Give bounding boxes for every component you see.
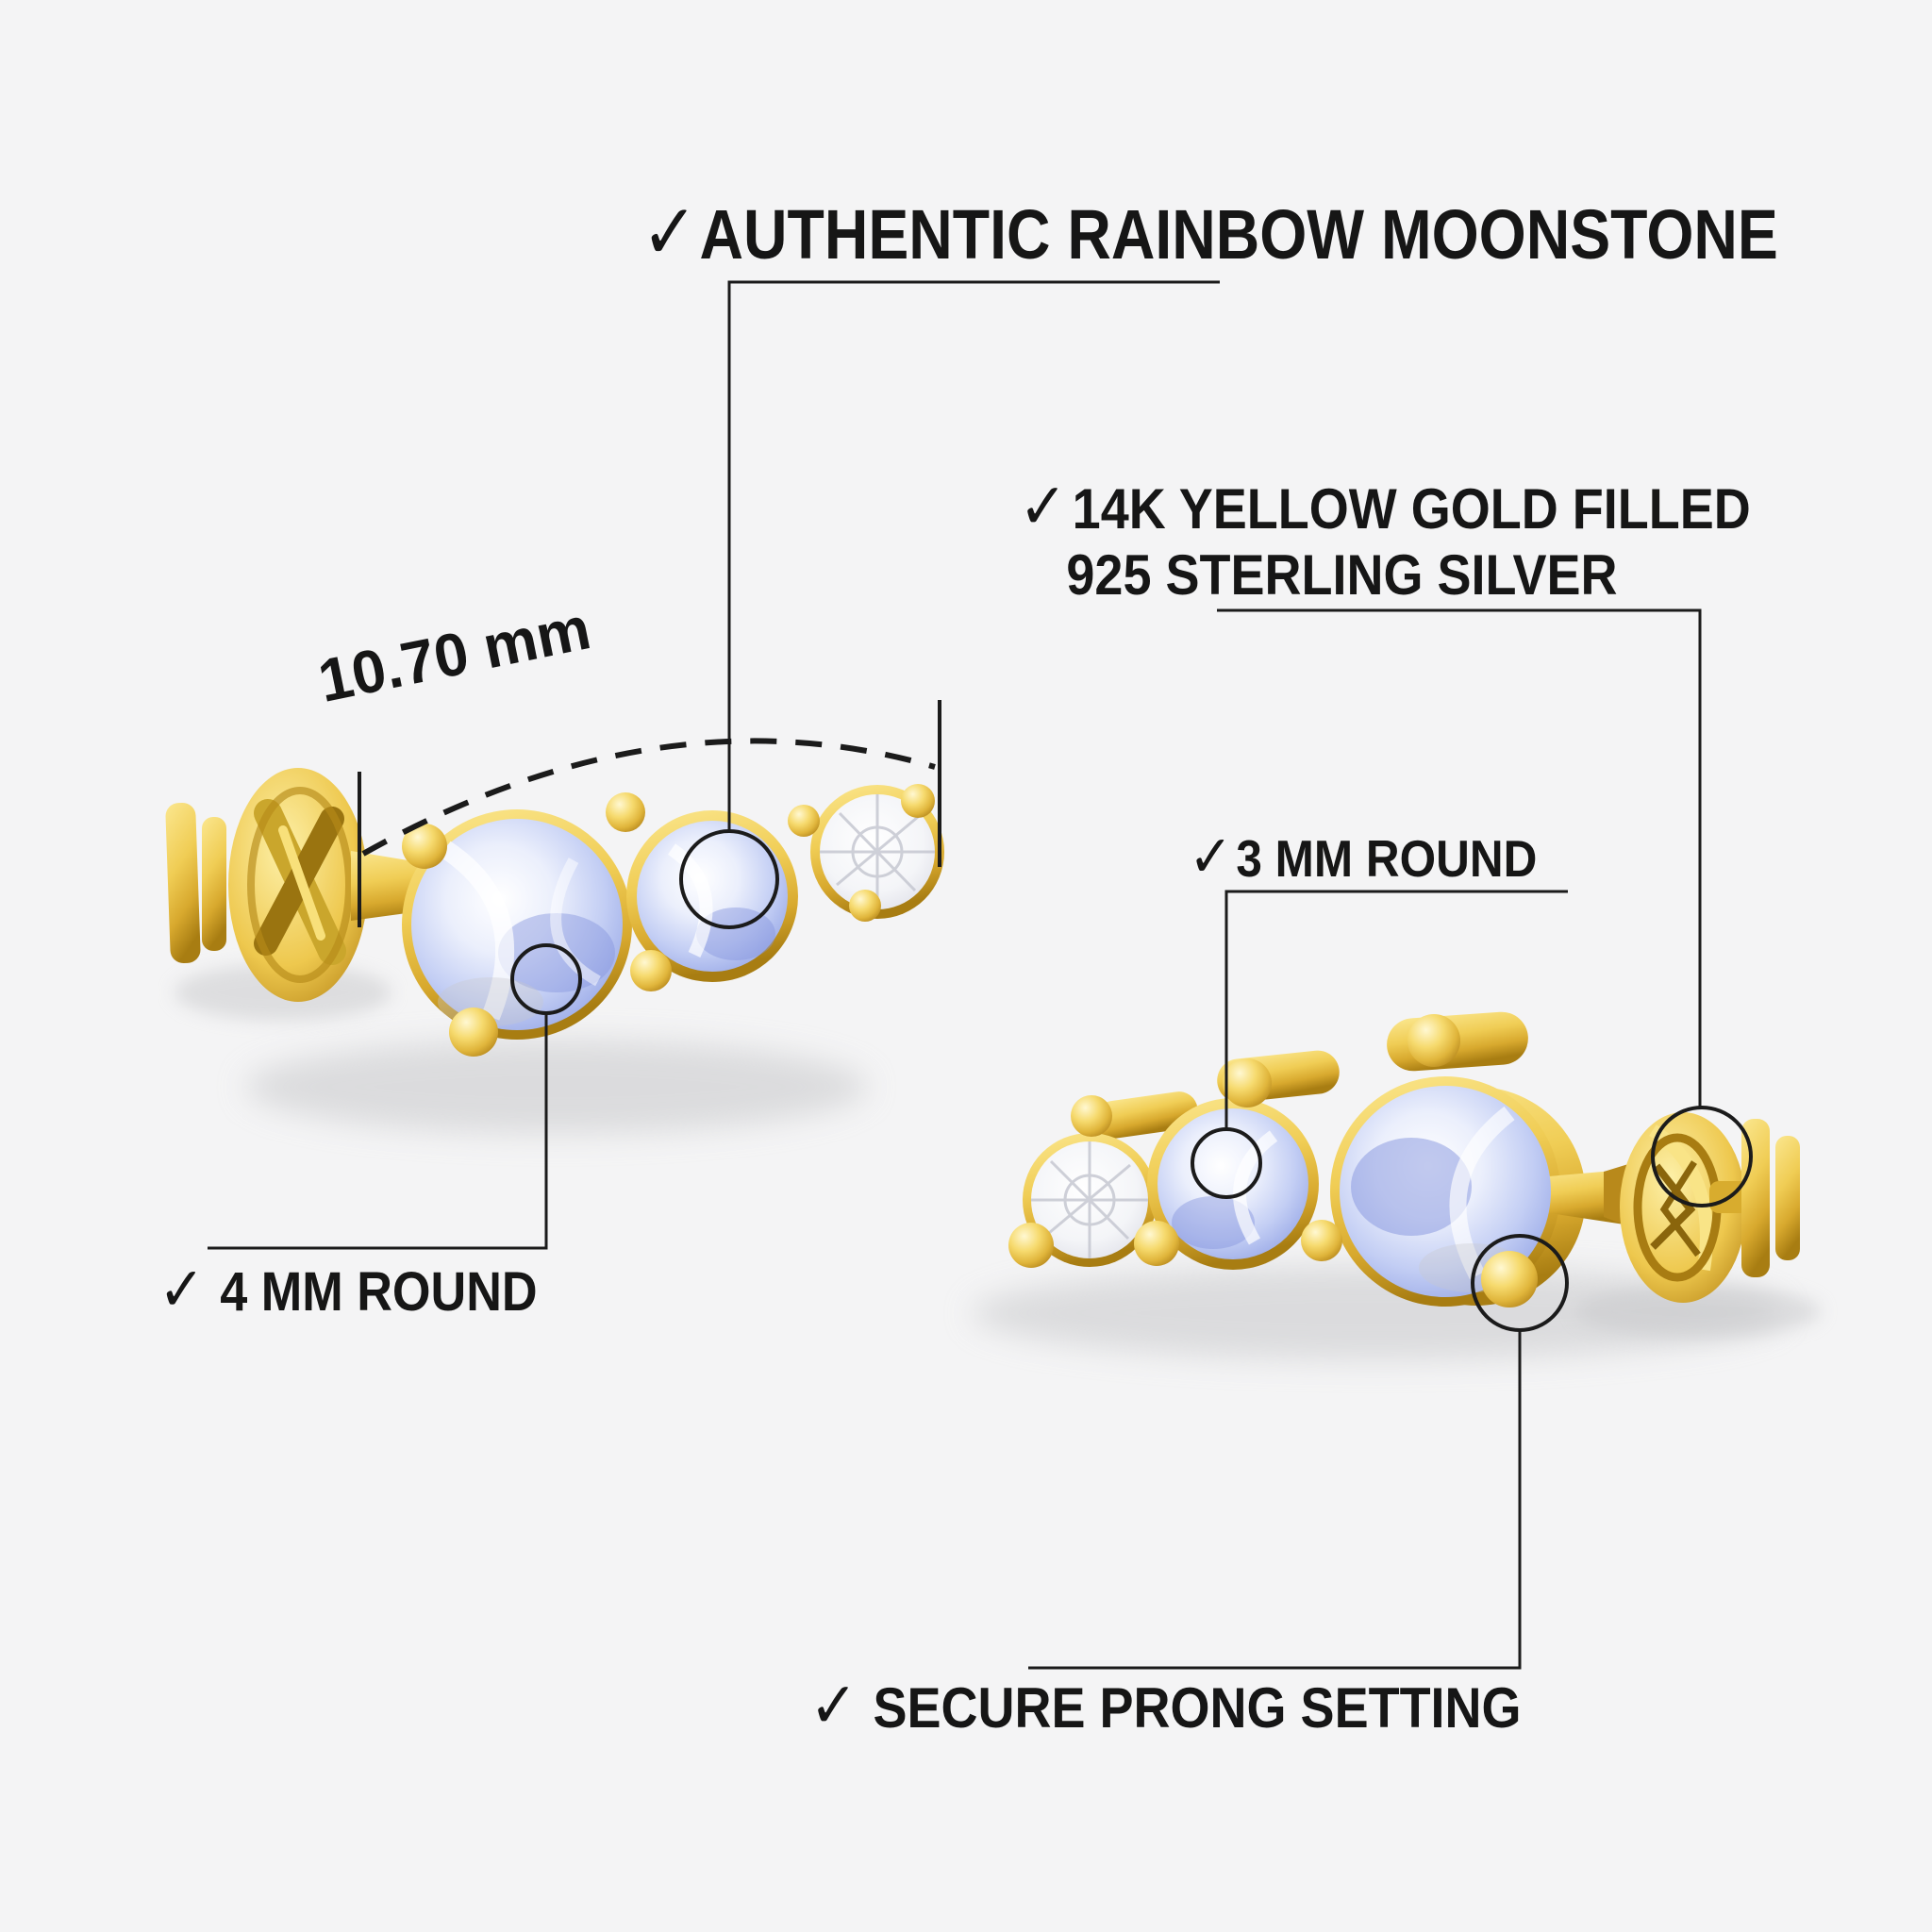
material-line-2: 925 STERLING SILVER [1066, 542, 1750, 608]
check-icon: ✓ [1019, 471, 1068, 542]
left-large-moonstone [411, 819, 623, 1030]
label-secure-prong: ✓SECURE PRONG SETTING [809, 1674, 1522, 1738]
annotations [208, 280, 1753, 1670]
callout-line-prong [1028, 1330, 1522, 1670]
left-earring [165, 768, 944, 1134]
callout-line-material [1217, 608, 1702, 1108]
right-large-moonstone [1340, 1086, 1551, 1297]
right-earring [972, 1011, 1821, 1360]
4mm-text: 4 MM ROUND [220, 1261, 538, 1323]
left-butterfly-back [165, 768, 368, 1002]
right-back-shadow [1575, 1285, 1821, 1338]
callout-circle-material [1651, 1106, 1753, 1208]
left-earring-shadow [245, 1040, 868, 1134]
callout-line-3mm [1224, 890, 1568, 1129]
check-icon: ✓ [158, 1255, 206, 1324]
callout-line-4mm [208, 1013, 548, 1250]
3mm-text: 3 MM ROUND [1236, 829, 1538, 888]
prong-text: SECURE PRONG SETTING [873, 1676, 1522, 1740]
material-line-1: ✓14K YELLOW GOLD FILLED [1019, 474, 1751, 542]
label-material: ✓14K YELLOW GOLD FILLED 925 STERLING SIL… [1019, 474, 1751, 608]
right-butterfly-back [1709, 1119, 1800, 1277]
check-icon: ✓ [1189, 824, 1233, 890]
check-icon: ✓ [809, 1670, 858, 1741]
material-text-1: 14K YELLOW GOLD FILLED [1072, 477, 1751, 541]
callout-circle-3mm [1191, 1127, 1262, 1199]
callout-line-authentic [727, 280, 1220, 831]
check-icon: ✓ [641, 190, 698, 275]
right-diamond [1031, 1141, 1148, 1258]
callout-circle-authentic [679, 829, 779, 929]
authentic-text: AUTHENTIC RAINBOW MOONSTONE [699, 195, 1778, 274]
right-earring-shadow [972, 1266, 1783, 1360]
measurement-arc [361, 738, 936, 857]
left-prongs [402, 784, 935, 1057]
label-4mm-round: ✓4 MM ROUND [158, 1258, 538, 1320]
label-3mm-round: ✓3 MM ROUND [1189, 828, 1537, 887]
right-prongs [1008, 1014, 1538, 1307]
left-middle-moonstone [637, 821, 788, 972]
label-authentic-moonstone: ✓AUTHENTIC RAINBOW MOONSTONE [641, 194, 1778, 272]
left-diamond [820, 794, 935, 909]
material-text-2: 925 STERLING SILVER [1066, 543, 1618, 607]
